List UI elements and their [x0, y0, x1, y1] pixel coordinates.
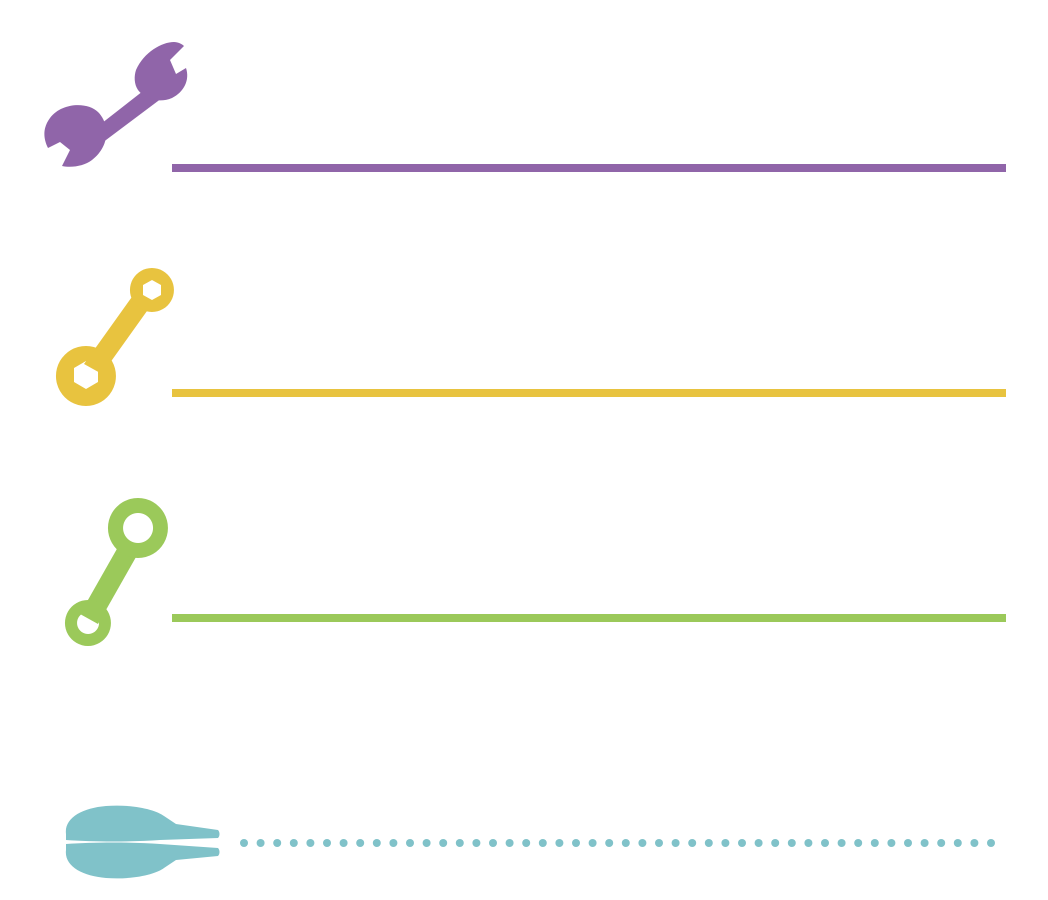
dotted-writing-line: [238, 837, 1006, 849]
double-ring-hex-wrench-icon: [50, 264, 180, 408]
dot: [738, 839, 746, 847]
tool-row-hex-wrench: [0, 220, 1048, 420]
pliers-icon: [60, 804, 224, 880]
dot: [953, 839, 962, 847]
dot: [721, 839, 730, 847]
dot: [356, 839, 365, 847]
dot: [970, 839, 979, 847]
dot: [572, 839, 580, 847]
dot: [688, 839, 697, 847]
dot: [240, 839, 248, 847]
dot: [389, 839, 398, 847]
dot: [406, 839, 414, 847]
dot: [655, 839, 663, 847]
dot: [904, 839, 912, 847]
dot: [621, 839, 630, 847]
dot: [505, 839, 514, 847]
dot: [787, 839, 796, 847]
dot: [522, 839, 531, 847]
ring-spanner-icon: [60, 496, 172, 646]
dot: [937, 839, 946, 847]
dot: [372, 839, 381, 847]
dot: [472, 839, 481, 847]
dot: [987, 839, 995, 847]
dot: [273, 839, 282, 847]
tool-row-pliers: [0, 790, 1048, 890]
dot: [920, 839, 929, 847]
tool-row-ring-spanner: [0, 480, 1048, 680]
dot: [804, 839, 813, 847]
dot: [555, 839, 564, 847]
dot: [771, 839, 780, 847]
dot: [671, 839, 680, 847]
dot: [754, 839, 763, 847]
dot: [837, 839, 846, 847]
tool-row-wrench: [0, 0, 1048, 200]
dot: [455, 839, 464, 847]
dot: [588, 839, 597, 847]
dot: [339, 839, 348, 847]
writing-line: [172, 389, 1006, 397]
writing-line: [172, 614, 1006, 622]
dot: [489, 839, 497, 847]
dot: [638, 839, 647, 847]
dot: [605, 839, 614, 847]
dot: [422, 839, 431, 847]
open-end-wrench-icon: [40, 38, 190, 170]
dot: [256, 839, 265, 847]
dot: [538, 839, 547, 847]
dot: [704, 839, 713, 847]
writing-line: [172, 164, 1006, 172]
dot: [870, 839, 879, 847]
dot: [887, 839, 896, 847]
dot: [306, 839, 315, 847]
dot: [439, 839, 448, 847]
dot: [289, 839, 298, 847]
dot: [323, 839, 331, 847]
dot: [821, 839, 829, 847]
dot: [854, 839, 863, 847]
